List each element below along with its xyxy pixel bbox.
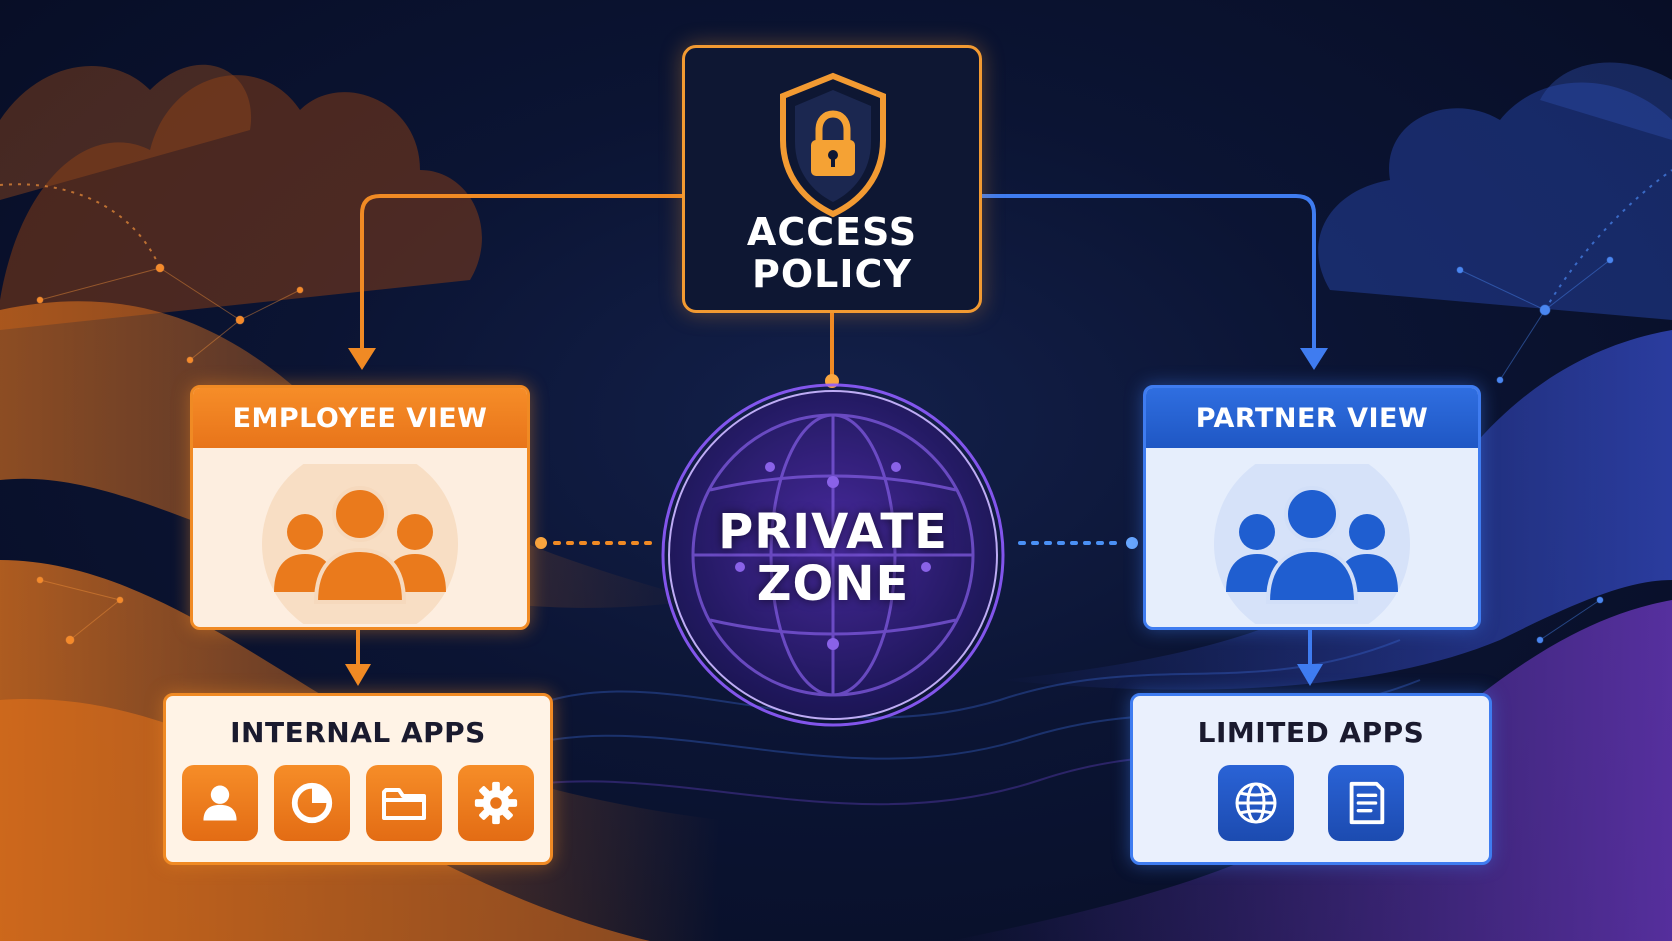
globe-icon (661, 383, 1005, 727)
users-group-icon (262, 446, 458, 627)
shield-lock-icon (780, 72, 886, 218)
limited-apps-title: LIMITED APPS (1197, 716, 1425, 749)
gear-icon[interactable] (458, 765, 534, 841)
user-icon[interactable] (182, 765, 258, 841)
zone-title-line2: ZONE (756, 556, 910, 612)
limited-apps-card: LIMITED APPS (1130, 693, 1492, 865)
users-group-icon (1214, 446, 1410, 627)
arrow-to-employee (348, 348, 376, 370)
right-clouds (1318, 62, 1672, 320)
connector-policy-employee (360, 194, 682, 352)
left-network (0, 183, 304, 645)
globe-icon[interactable] (1218, 765, 1294, 841)
right-network (1456, 169, 1672, 644)
private-zone: PRIVATE ZONE (660, 382, 1006, 728)
access-policy-box: ACCESS POLICY (682, 45, 982, 313)
partner-view-title: PARTNER VIEW (1146, 388, 1478, 448)
dotted-partner-zone (1018, 537, 1138, 549)
internal-apps-card: INTERNAL APPS (163, 693, 553, 865)
policy-title-line1: ACCESS (746, 210, 918, 254)
policy-title-line2: POLICY (752, 252, 912, 296)
internal-apps-title: INTERNAL APPS (230, 716, 486, 749)
dotted-employee-zone (535, 537, 652, 549)
zone-title-line1: PRIVATE (718, 504, 948, 560)
connector-policy-partner (982, 194, 1316, 352)
pie-chart-icon[interactable] (274, 765, 350, 841)
employee-view-title: EMPLOYEE VIEW (193, 388, 527, 448)
document-icon[interactable] (1328, 765, 1404, 841)
partner-view-card: PARTNER VIEW (1143, 385, 1481, 630)
employee-view-card: EMPLOYEE VIEW (190, 385, 530, 630)
folder-icon[interactable] (366, 765, 442, 841)
arrow-to-partner (1300, 348, 1328, 370)
